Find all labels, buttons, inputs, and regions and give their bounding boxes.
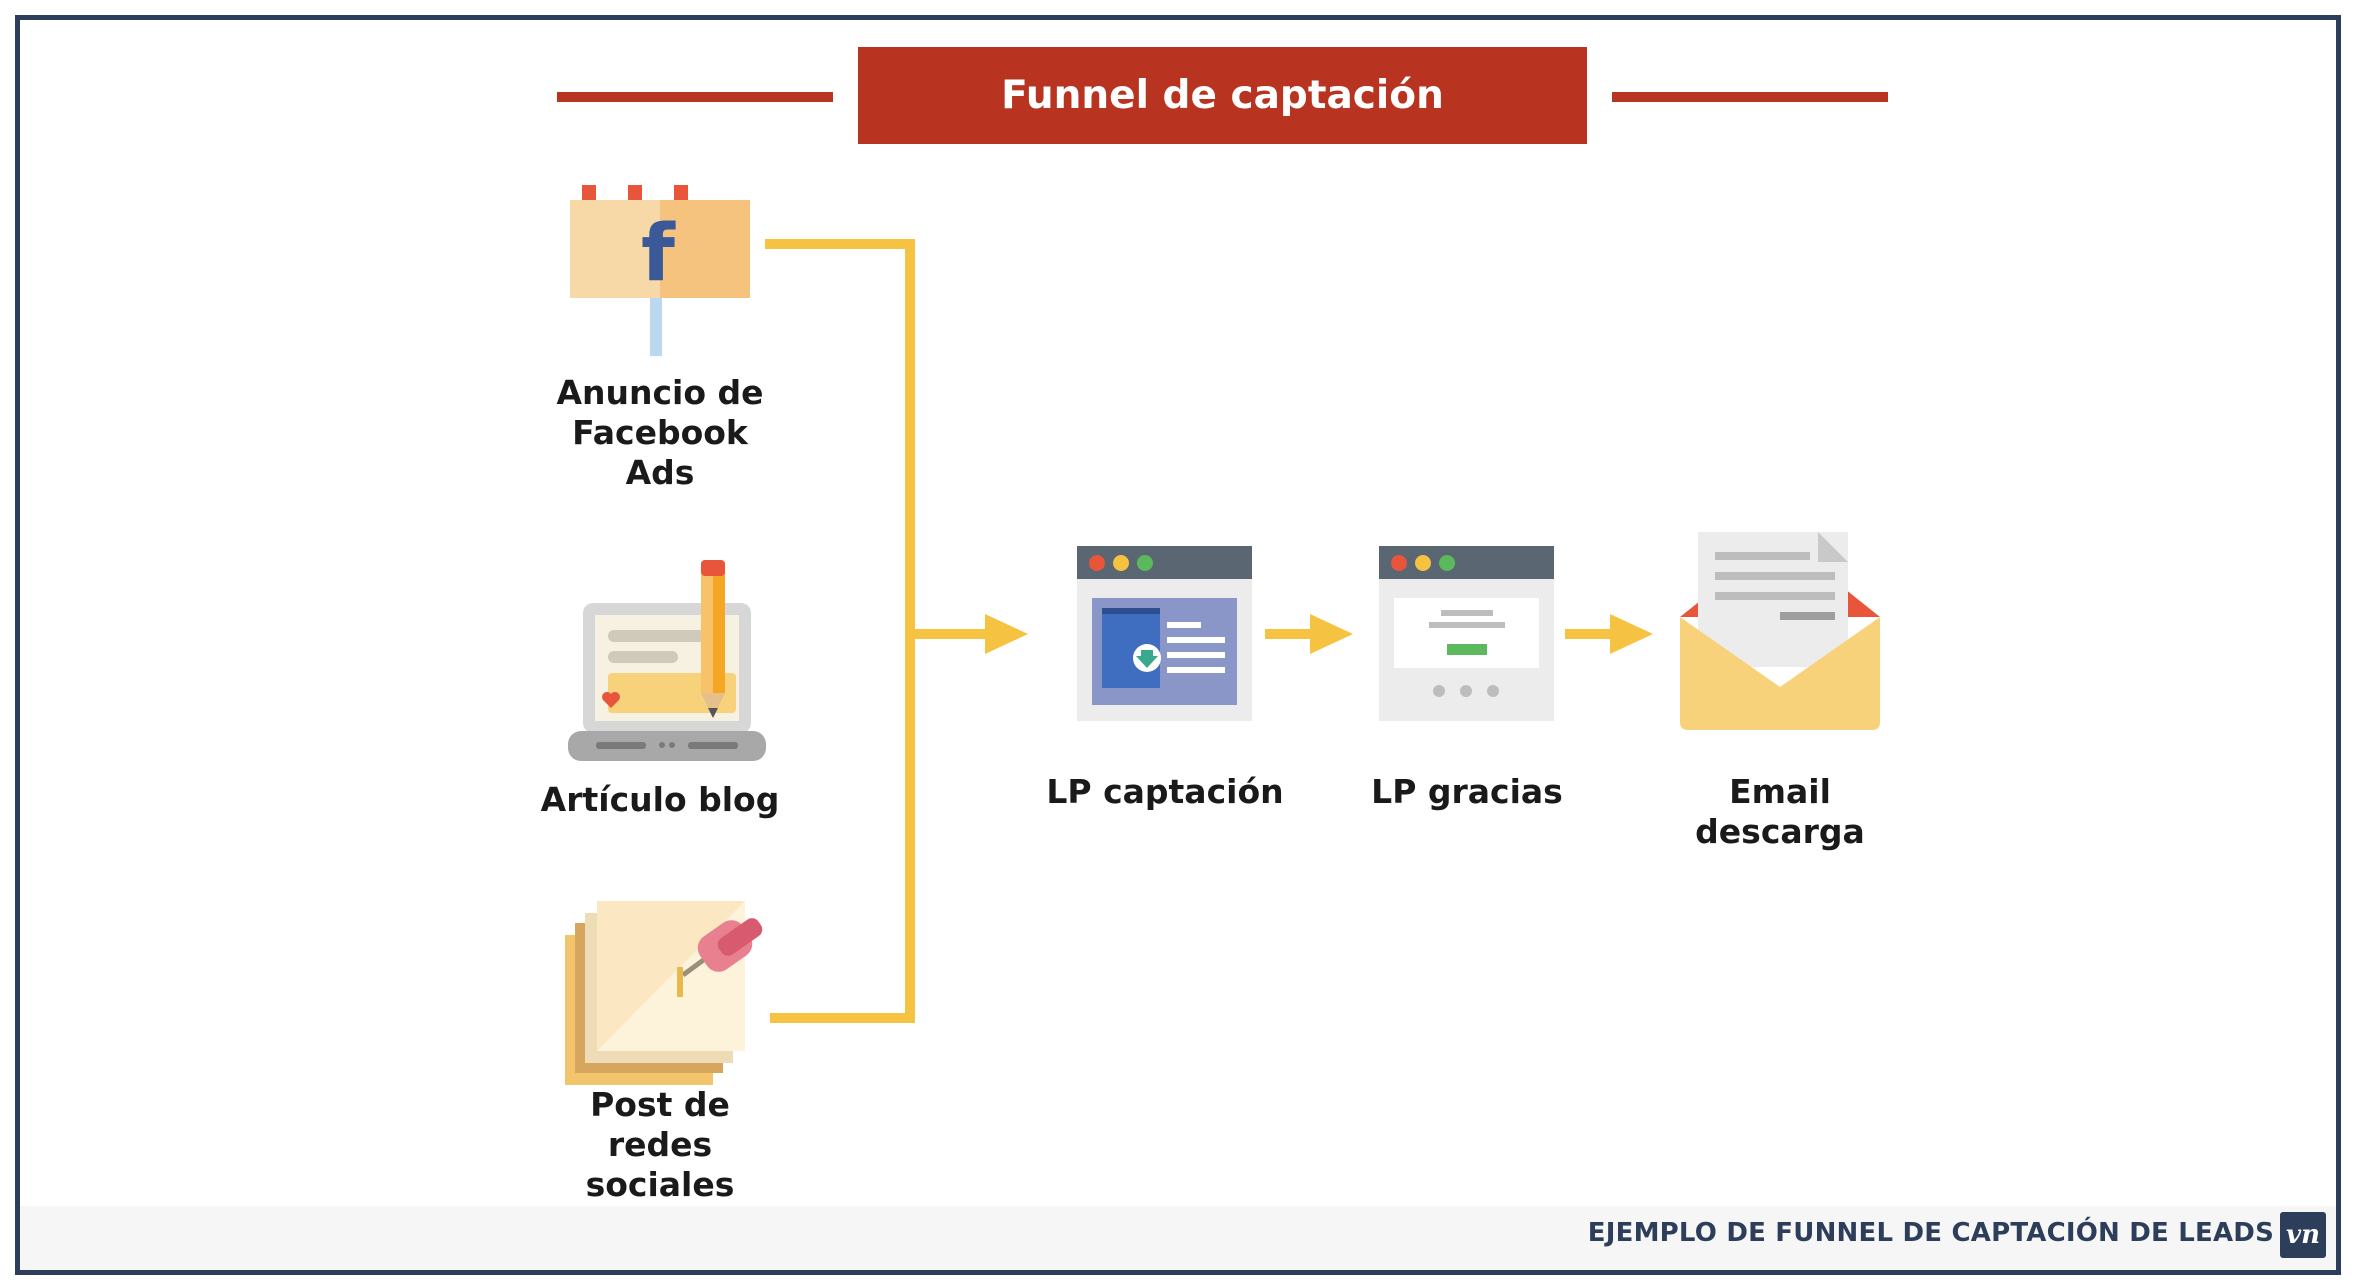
arrowhead-email	[1610, 614, 1653, 654]
title-rule-left	[557, 92, 833, 102]
pinned-notes-icon	[565, 901, 763, 1085]
label-facebook-ads: Anuncio de Facebook Ads	[556, 373, 764, 492]
label-articulo-blog: Artículo blog	[540, 780, 780, 819]
label-post-redes-sociales: Post de redes sociales	[585, 1085, 735, 1204]
diagram-frame: Funnel de captación f Anuncio de Faceboo…	[15, 15, 2341, 1275]
connector-facebook	[765, 239, 915, 1023]
laptop-pencil-icon	[568, 560, 766, 761]
footer-caption: EJEMPLO DE FUNNEL DE CAPTACIÓN DE LEADS	[1587, 1218, 2274, 1248]
diagram-title: Funnel de captación	[858, 47, 1587, 144]
svg-text:f: f	[641, 209, 676, 299]
title-rule-right	[1612, 92, 1888, 102]
label-lp-gracias: LP gracias	[1371, 772, 1563, 811]
landing-page-download-icon	[1077, 546, 1252, 721]
label-email-descarga: Email descarga	[1695, 772, 1865, 851]
footer: EJEMPLO DE FUNNEL DE CAPTACIÓN DE LEADS …	[20, 1206, 2336, 1270]
arrowhead-lp-captacion	[985, 614, 1028, 654]
email-envelope-icon	[1680, 532, 1880, 730]
arrowhead-lp-gracias	[1310, 614, 1353, 654]
thank-you-page-icon	[1379, 546, 1554, 721]
label-lp-captacion: LP captación	[1046, 772, 1284, 811]
connector-lines	[765, 239, 1653, 1023]
brand-logo: vn	[2280, 1212, 2326, 1258]
facebook-ad-sign-icon: f	[570, 185, 750, 356]
